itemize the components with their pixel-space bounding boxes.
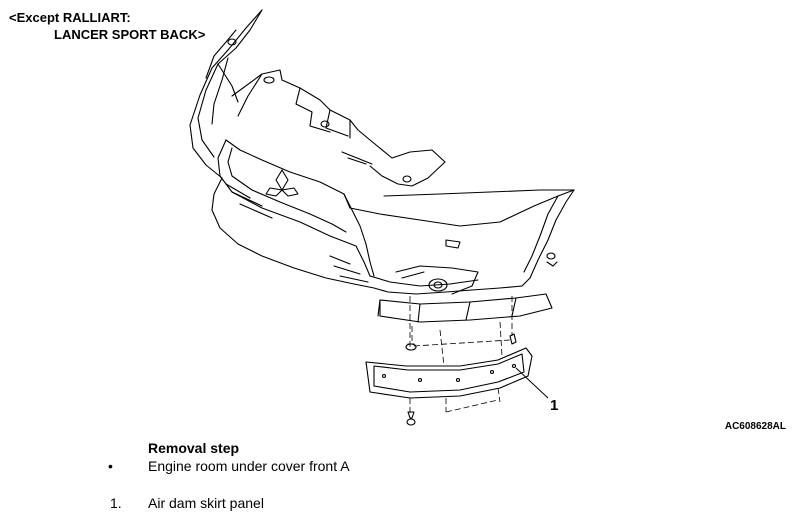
bumper-exploded-diagram: 1 [189,9,575,426]
step-number: 1. [110,495,122,511]
step-text: Air dam skirt panel [148,495,264,511]
clip-fasteners [405,333,517,426]
step-text: Engine room under cover front A [148,458,350,474]
step-row: 1. Air dam skirt panel [110,495,264,511]
upper-bracket [231,69,446,187]
assembly-lines [409,296,513,414]
steps-title: Removal step [148,440,240,456]
callout-leader [515,367,549,399]
header-line-2: LANCER SPORT BACK> [54,27,206,42]
callout-number: 1 [550,397,558,414]
step-bullet: • [108,458,113,474]
bumper-right-side [349,189,575,287]
bumper-face [211,139,523,295]
figure-code: AC608628AL [724,421,786,432]
step-row: • Engine room under cover front A [108,458,350,474]
air-dam-skirt-panel [365,347,533,399]
bumper-left-corner [189,9,263,179]
header-line-1: <Except RALLIART: [9,10,131,25]
bumper-lower-lip [377,293,553,323]
